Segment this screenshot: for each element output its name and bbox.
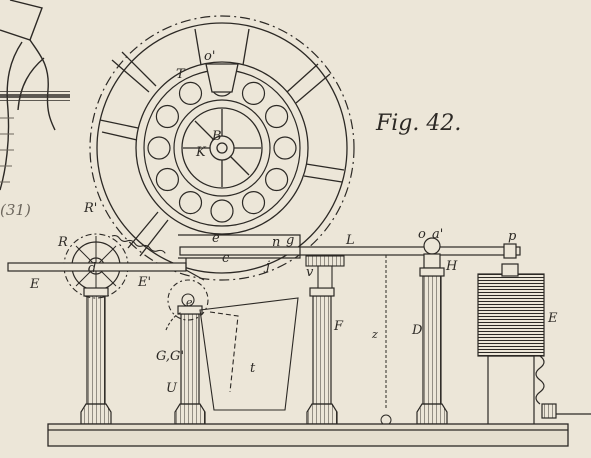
wheel-hole bbox=[241, 191, 266, 215]
left-rod bbox=[7, 262, 187, 272]
label-H: H bbox=[445, 259, 458, 274]
label-p: p bbox=[508, 229, 517, 244]
adjacent-figure-fragment bbox=[0, 0, 70, 191]
label-G-G-prime: G,G' bbox=[156, 349, 184, 364]
label-n: n bbox=[272, 235, 280, 250]
label-e-hook: e bbox=[186, 296, 193, 309]
label-v: v bbox=[306, 265, 314, 280]
label-j: j bbox=[263, 259, 270, 274]
pillars bbox=[80, 267, 448, 425]
wheel-holes bbox=[147, 73, 297, 223]
wheel-hole bbox=[241, 81, 266, 106]
diagram-labels: o' T B K R' R E d E' e c n g j L o a' p … bbox=[29, 49, 558, 396]
hanging-chain bbox=[380, 255, 392, 426]
wheel-hole bbox=[273, 136, 297, 160]
small-wheel-g bbox=[165, 279, 209, 331]
label-E-prime: E' bbox=[137, 275, 151, 290]
margin-note: (31) bbox=[0, 201, 31, 219]
label-K: K bbox=[195, 145, 207, 160]
base-plate bbox=[47, 423, 569, 447]
wheel-hole bbox=[178, 191, 203, 215]
label-E-right: E bbox=[547, 311, 558, 326]
label-F: F bbox=[333, 319, 344, 334]
label-o-prime: o' bbox=[204, 49, 215, 64]
wheel-hole bbox=[265, 167, 289, 192]
label-d: d bbox=[88, 261, 96, 276]
label-U: U bbox=[166, 381, 178, 396]
wheel-hole bbox=[178, 81, 203, 106]
label-R: R bbox=[57, 235, 68, 250]
label-R-prime: R' bbox=[83, 201, 97, 216]
pillar bbox=[80, 287, 112, 425]
collector-comb bbox=[178, 234, 301, 281]
drive-belt bbox=[111, 234, 166, 254]
pillar bbox=[416, 267, 448, 425]
label-E-left: E bbox=[29, 277, 40, 292]
wheel-hole bbox=[155, 167, 179, 192]
label-B: B bbox=[211, 129, 222, 144]
adjacent-figure-dashes bbox=[0, 117, 14, 183]
label-T: T bbox=[176, 67, 186, 82]
label-o: o bbox=[418, 227, 426, 242]
label-c: c bbox=[222, 251, 230, 266]
label-g: g bbox=[286, 233, 294, 248]
pillar bbox=[306, 287, 338, 425]
wheel-hole bbox=[147, 136, 171, 160]
figure-title: Fig. 42. bbox=[375, 111, 461, 136]
label-D: D bbox=[411, 323, 423, 338]
label-a-prime: a' bbox=[432, 227, 443, 242]
wheel-hole bbox=[210, 199, 234, 223]
glass-plate bbox=[199, 297, 299, 411]
wheel-hole bbox=[265, 104, 289, 129]
pillar bbox=[174, 305, 206, 425]
wheel-hub bbox=[181, 63, 263, 189]
label-L: L bbox=[345, 233, 355, 248]
wheel-hole bbox=[155, 104, 179, 129]
label-t: t bbox=[250, 361, 256, 376]
label-z: z bbox=[371, 328, 378, 341]
coil-jar bbox=[477, 263, 591, 427]
screw-v bbox=[305, 255, 345, 289]
conductor-bar bbox=[179, 237, 521, 269]
label-e: e bbox=[212, 231, 220, 246]
